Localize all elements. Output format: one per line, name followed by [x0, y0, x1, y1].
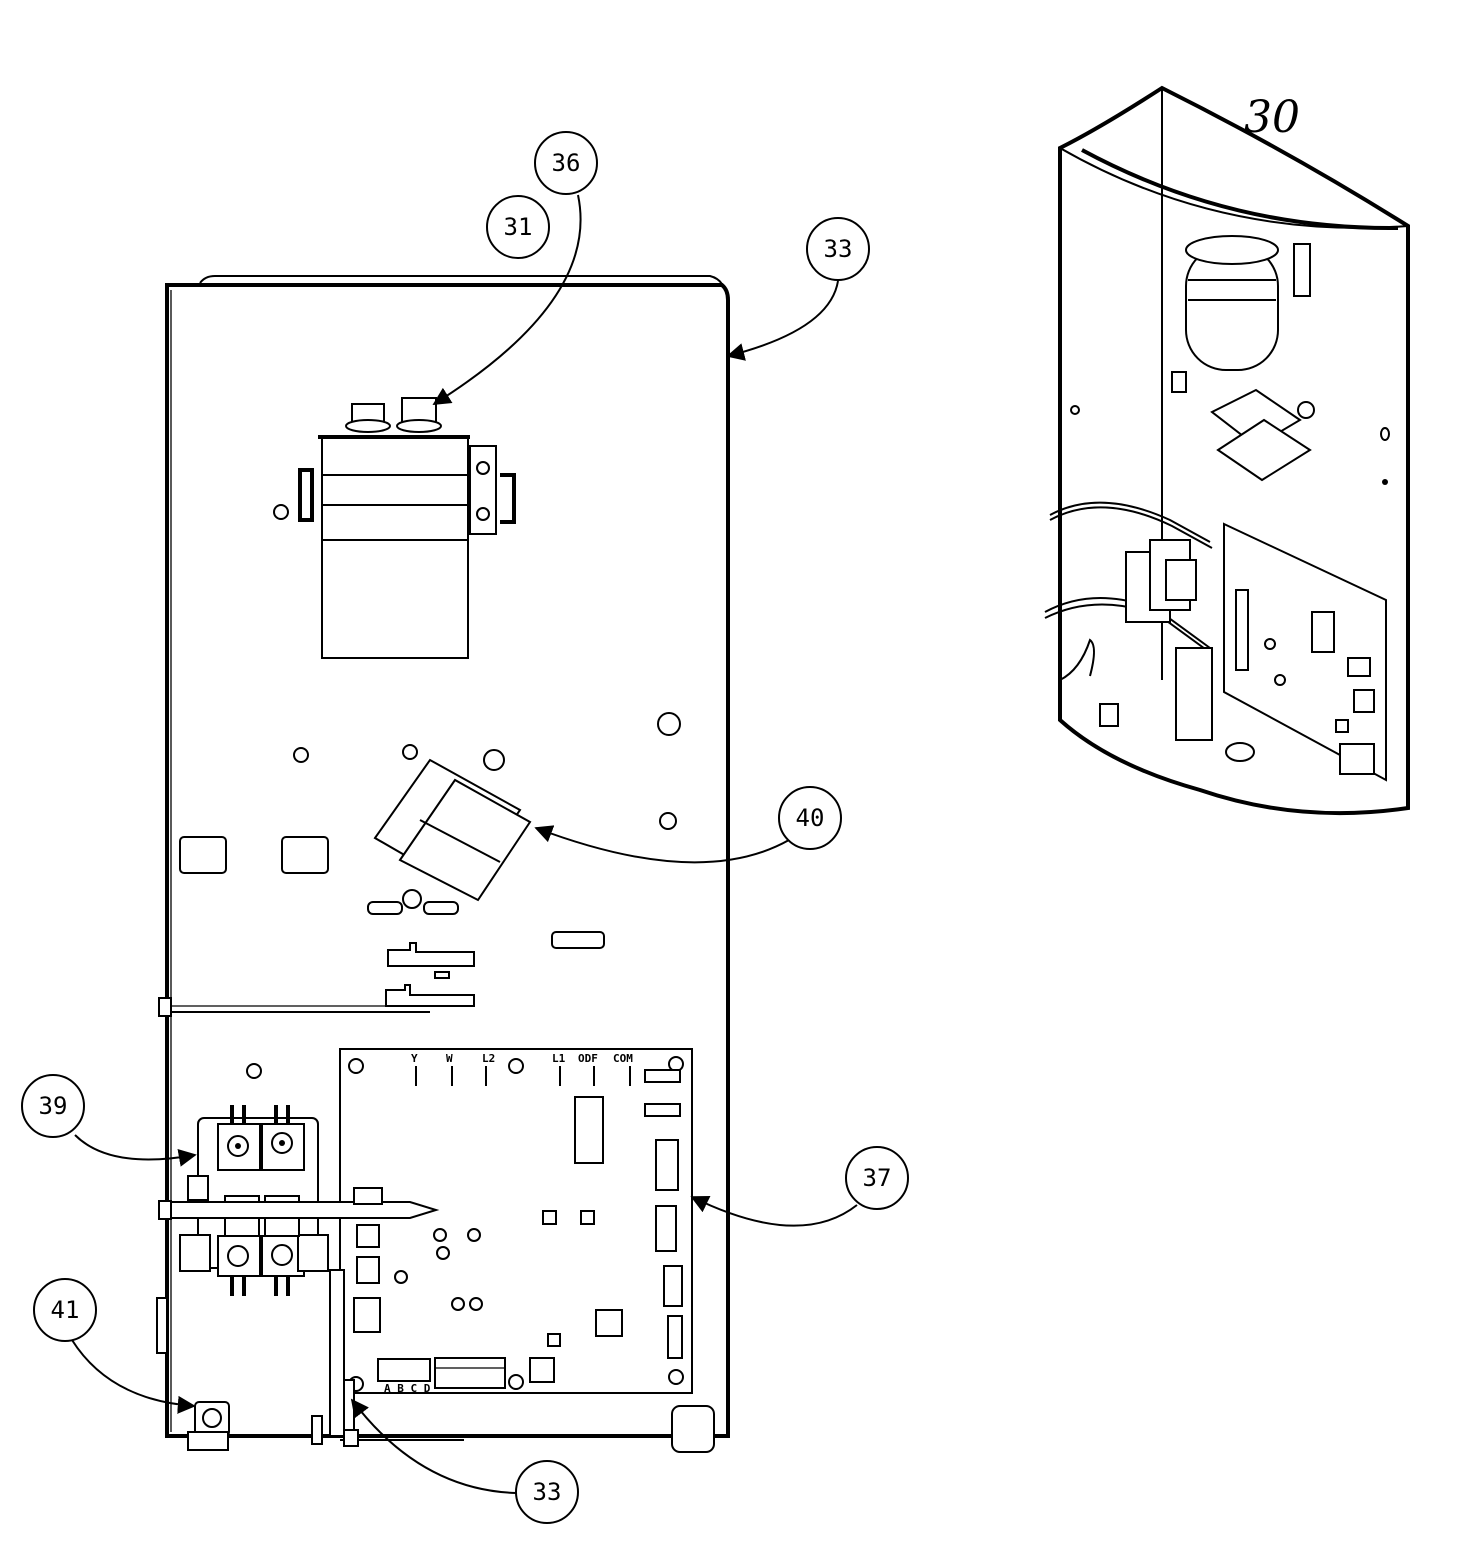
terminal-label-w: W: [446, 1052, 453, 1065]
callout-41-label: 41: [51, 1296, 80, 1324]
board-relay: [574, 1096, 604, 1164]
leader-lines: [71, 194, 858, 1494]
panel-clip-upper: [158, 997, 172, 1017]
board-plug-label: A B C D: [384, 1382, 431, 1395]
transformer: [179, 712, 681, 1007]
callout-40-label: 40: [796, 804, 825, 832]
callout-36-label: 36: [552, 149, 581, 177]
board-outline: [339, 1048, 693, 1394]
callout-31-label: 31: [504, 213, 533, 241]
callout-33-bottom-label: 33: [533, 1478, 562, 1506]
terminal-label-y: Y: [411, 1052, 418, 1065]
capacitor-body: [321, 435, 469, 659]
callout-40[interactable]: 40: [778, 786, 842, 850]
panel-knockout-right: [281, 836, 329, 874]
callout-37[interactable]: 37: [845, 1146, 909, 1210]
assembly-iso-view: 30: [1044, 85, 1410, 816]
terminal-label-com: COM: [613, 1052, 633, 1065]
assembly-number: 30: [1244, 92, 1300, 143]
panel-side-tab: [156, 1297, 168, 1354]
callout-41[interactable]: 41: [33, 1278, 97, 1342]
terminal-label-l1: L1: [552, 1052, 566, 1065]
capacitor-terminal-right: [401, 397, 437, 423]
callout-33-top[interactable]: 33: [806, 217, 870, 281]
callout-33-top-label: 33: [824, 235, 853, 263]
run-capacitor: [273, 397, 516, 659]
panel-knockout-left: [179, 836, 227, 874]
control-panel: [156, 275, 730, 1453]
callout-31[interactable]: 31: [486, 195, 550, 259]
callout-36[interactable]: 36: [534, 131, 598, 195]
callout-33-bottom[interactable]: 33: [515, 1460, 579, 1524]
lower-bracket: [187, 1269, 359, 1451]
defrost-control-board: Y W L2 L1 ODF COM A B C D: [339, 1048, 693, 1395]
panel-foot-right: [671, 1405, 715, 1453]
terminal-label-odf: ODF: [578, 1052, 598, 1065]
callout-37-label: 37: [863, 1164, 892, 1192]
contactor: [170, 1063, 440, 1296]
panel-clip-lower: [158, 1200, 172, 1220]
callout-39[interactable]: 39: [21, 1074, 85, 1138]
callout-39-label: 39: [39, 1092, 68, 1120]
divider-bracket: [329, 1269, 345, 1437]
terminal-label-l2: L2: [482, 1052, 495, 1065]
board-plug-abcd: [377, 1358, 431, 1382]
